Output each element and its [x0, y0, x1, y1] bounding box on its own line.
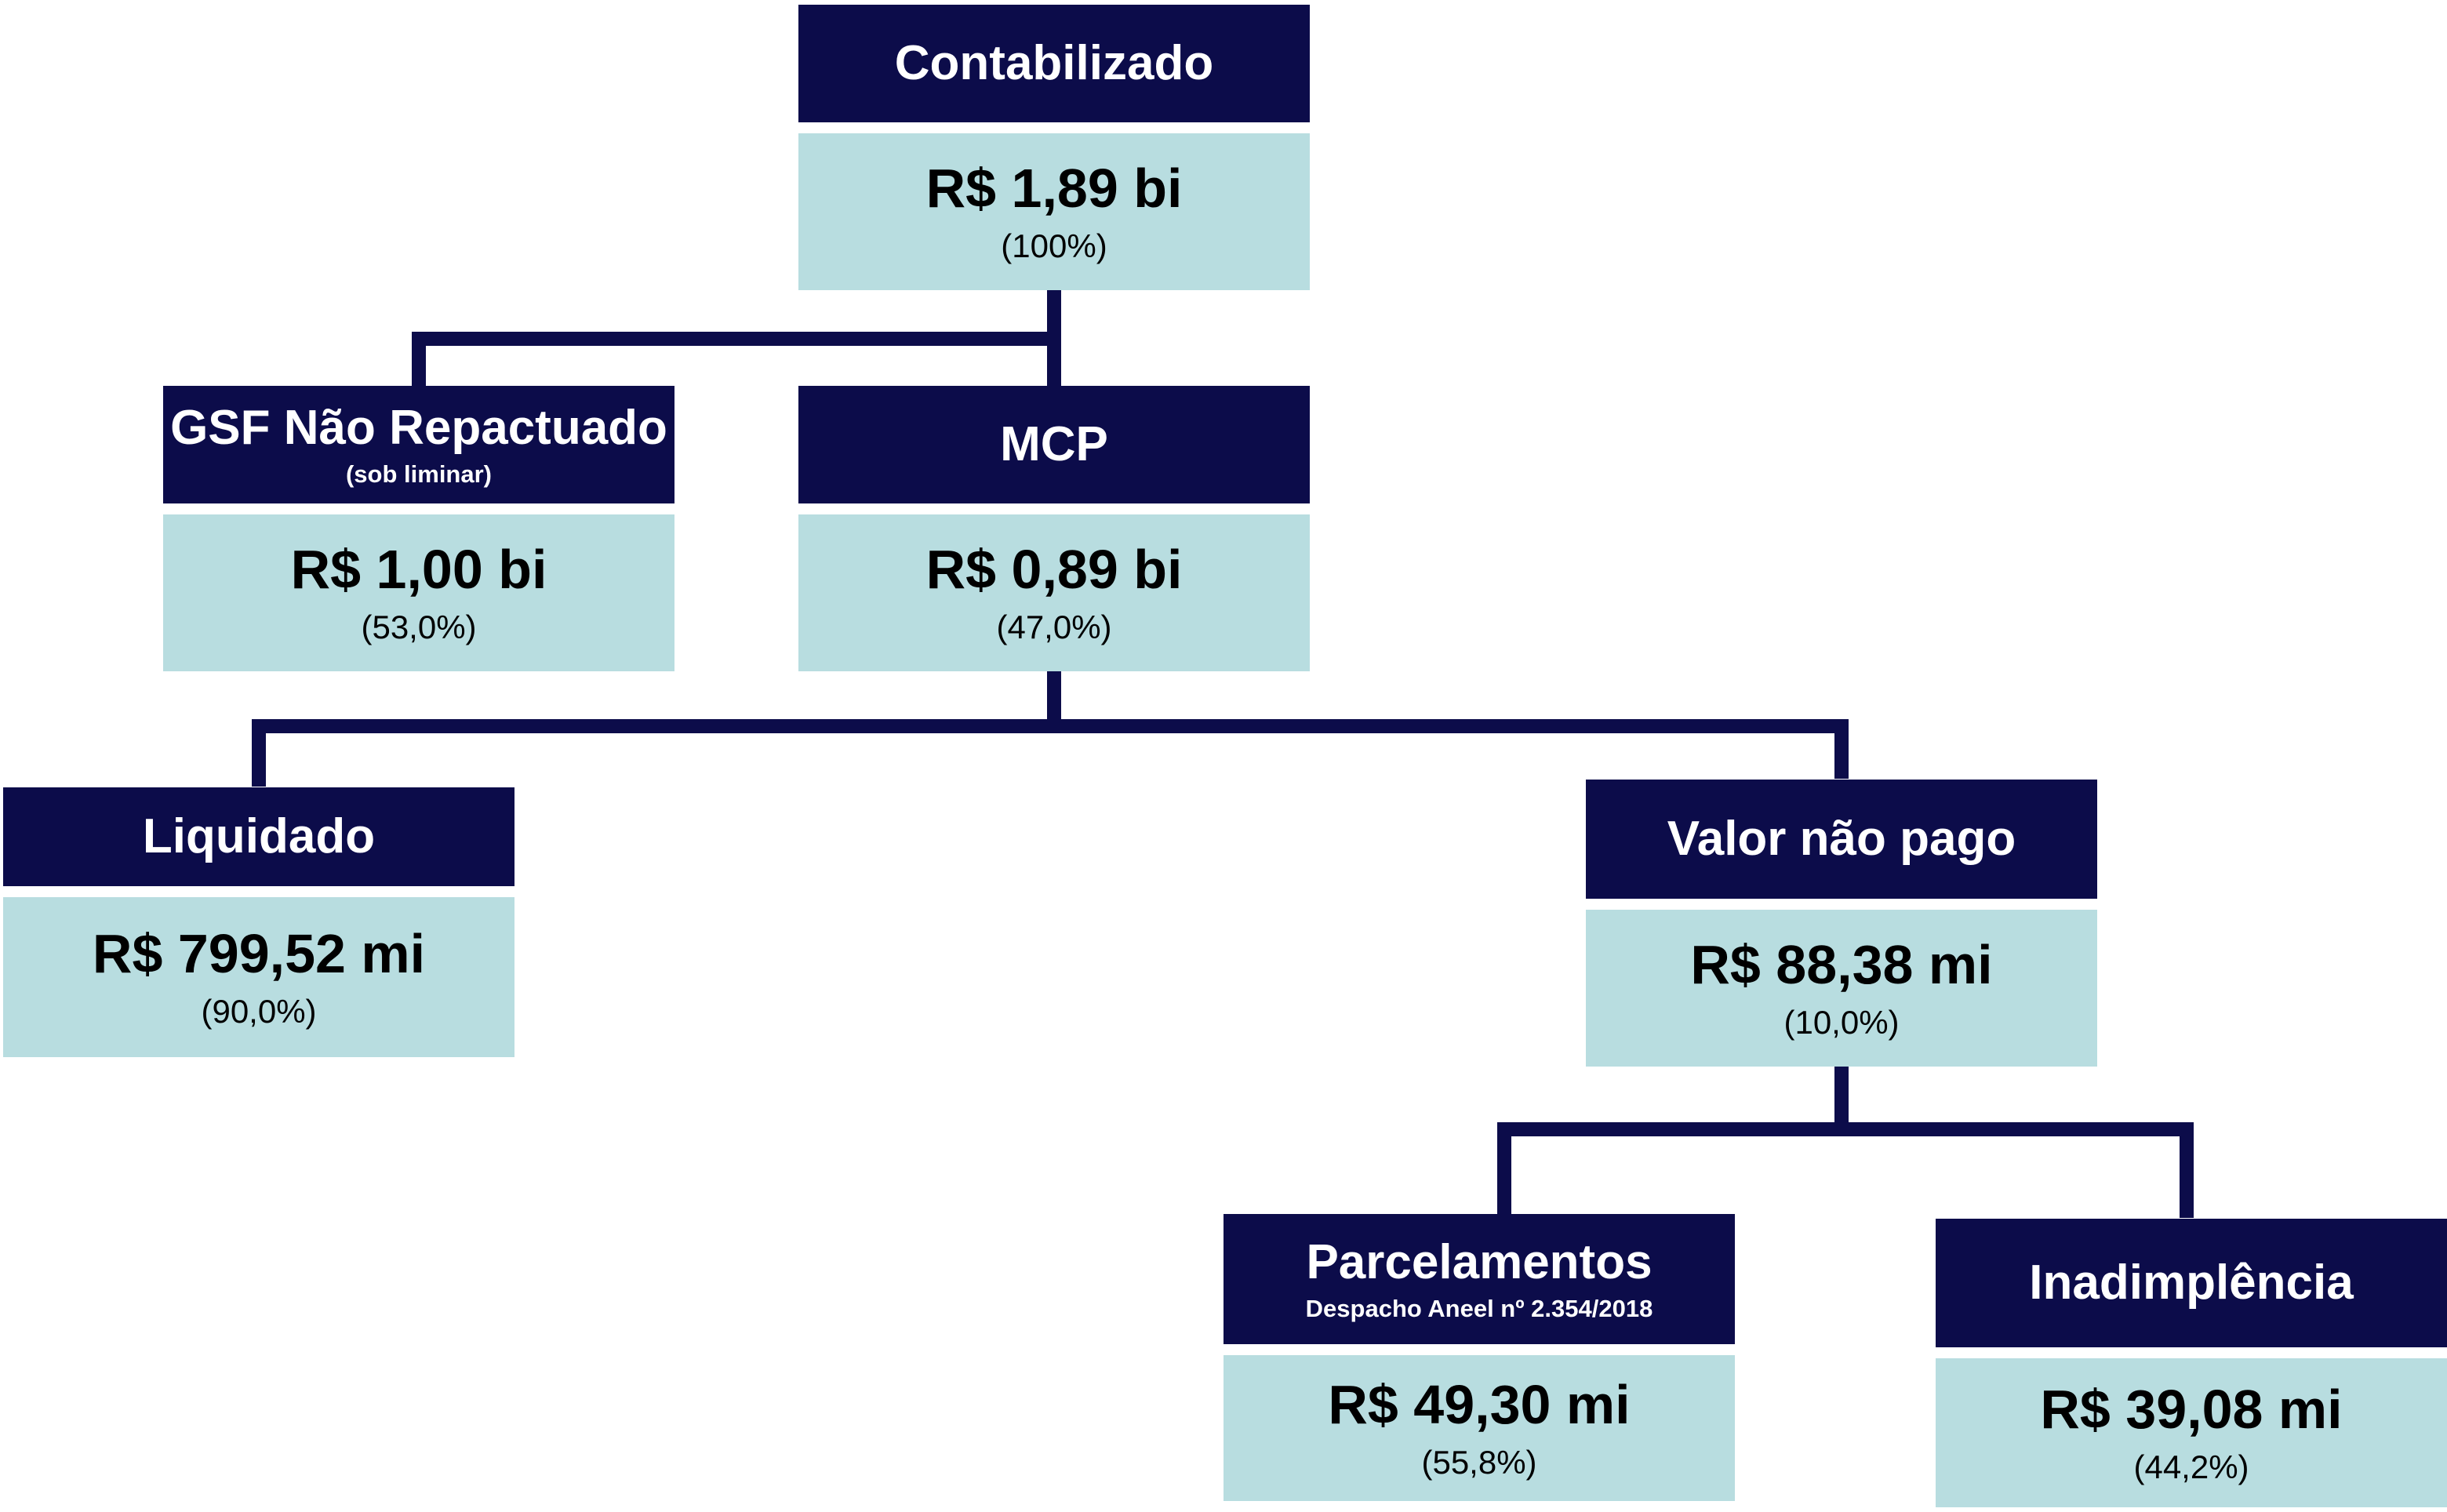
node-inadimplencia-share: (44,2%): [2133, 1448, 2249, 1486]
node-mcp-body: R$ 0,89 bi (47,0%): [798, 514, 1310, 671]
node-gsf-header: GSF Não Repactuado (sob liminar): [163, 386, 674, 503]
node-liquidado-header: Liquidado: [3, 787, 514, 886]
node-gsf-value: R$ 1,00 bi: [290, 539, 547, 601]
node-liquidado-title: Liquidado: [142, 809, 376, 863]
node-contabilizado-title: Contabilizado: [894, 35, 1214, 90]
node-parcelamentos-share: (55,8%): [1421, 1444, 1537, 1481]
node-parcelamentos-body: R$ 49,30 mi (55,8%): [1224, 1355, 1735, 1501]
node-gsf-subtitle: (sob liminar): [345, 460, 492, 489]
node-inadimplencia-body: R$ 39,08 mi (44,2%): [1936, 1358, 2447, 1507]
node-valor-nao-pago-header: Valor não pago: [1586, 780, 2097, 899]
node-inadimplencia-title: Inadimplência: [2029, 1255, 2354, 1310]
node-mcp-value: R$ 0,89 bi: [925, 539, 1183, 601]
node-contabilizado-value: R$ 1,89 bi: [925, 158, 1183, 220]
connector-contabilizado-to-gsf: [412, 285, 1061, 387]
node-parcelamentos-subtitle: Despacho Aneel nº 2.354/2018: [1305, 1295, 1653, 1323]
node-contabilizado-share: (100%): [1001, 227, 1107, 265]
node-valor-nao-pago-value: R$ 88,38 mi: [1690, 934, 1993, 996]
node-inadimplencia-value: R$ 39,08 mi: [2040, 1379, 2343, 1441]
connector-mcp-to-valor-nao-pago: [1047, 719, 1849, 779]
node-valor-nao-pago-body: R$ 88,38 mi (10,0%): [1586, 910, 2097, 1067]
node-parcelamentos-header: Parcelamentos Despacho Aneel nº 2.354/20…: [1224, 1214, 1735, 1344]
node-contabilizado-header: Contabilizado: [798, 5, 1310, 122]
node-gsf-title: GSF Não Repactuado: [170, 400, 667, 455]
node-liquidado-value: R$ 799,52 mi: [92, 923, 426, 985]
connector-valor-to-inadimplencia: [1834, 1122, 2194, 1218]
node-parcelamentos-value: R$ 49,30 mi: [1328, 1374, 1631, 1436]
node-valor-nao-pago-share: (10,0%): [1783, 1004, 1900, 1041]
node-mcp-share: (47,0%): [996, 609, 1112, 646]
node-contabilizado-body: R$ 1,89 bi (100%): [798, 133, 1310, 290]
node-parcelamentos-title: Parcelamentos: [1306, 1234, 1653, 1289]
node-mcp-header: MCP: [798, 386, 1310, 503]
node-liquidado-body: R$ 799,52 mi (90,0%): [3, 897, 514, 1057]
connector-mcp-to-liquidado: [252, 667, 1061, 787]
node-liquidado-share: (90,0%): [201, 993, 317, 1030]
connector-valor-to-parcelamentos: [1497, 1061, 1849, 1215]
node-inadimplencia-header: Inadimplência: [1936, 1219, 2447, 1347]
node-valor-nao-pago-title: Valor não pago: [1667, 811, 2016, 866]
node-gsf-body: R$ 1,00 bi (53,0%): [163, 514, 674, 671]
node-gsf-share: (53,0%): [361, 609, 477, 646]
node-mcp-title: MCP: [1000, 416, 1108, 471]
